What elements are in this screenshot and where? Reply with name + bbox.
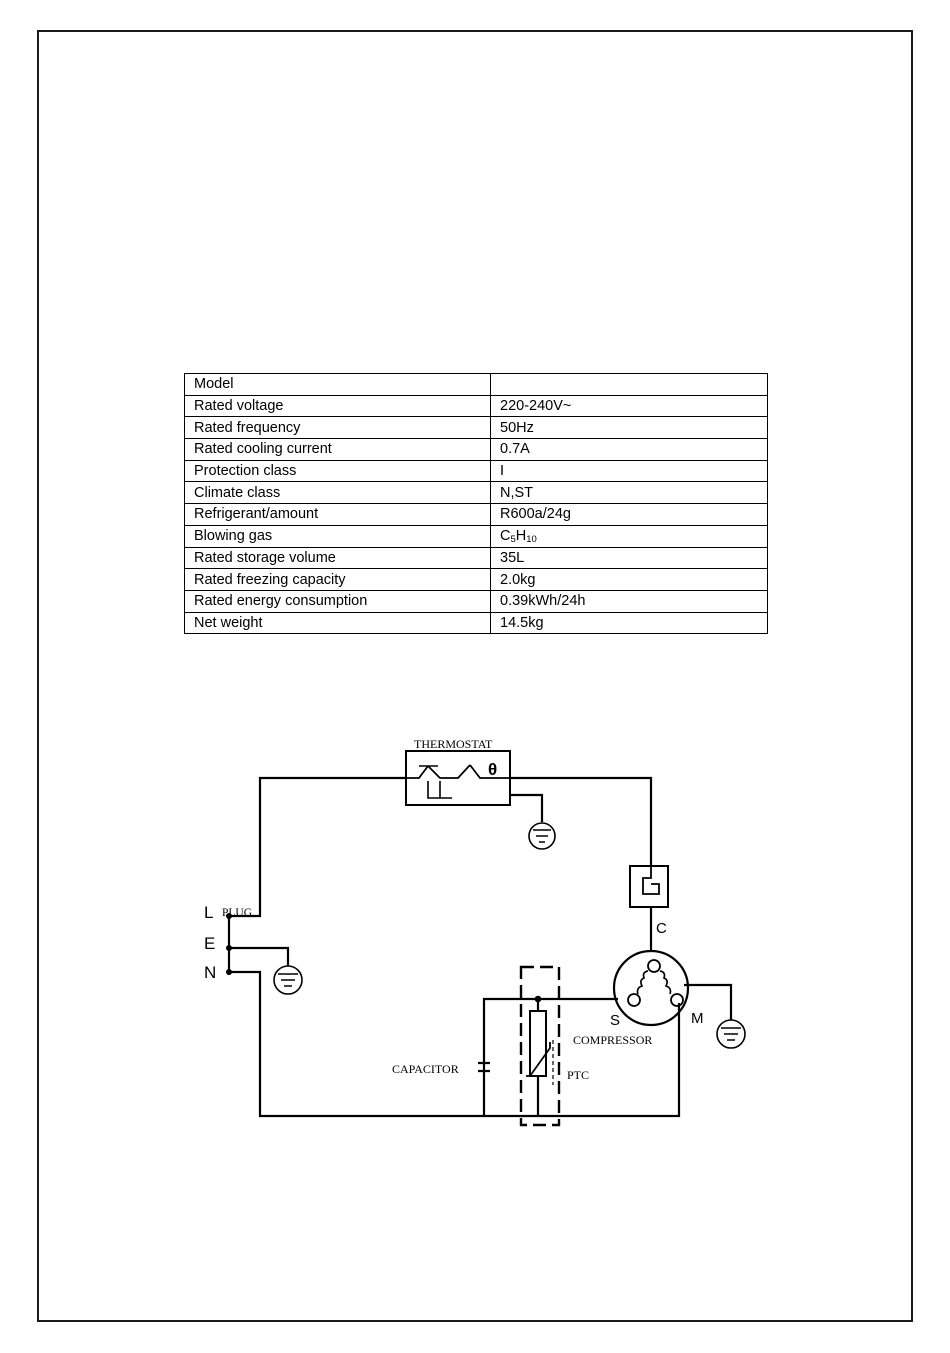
earth-label: E (204, 934, 215, 953)
overload-protector-icon (629, 865, 669, 908)
theta-symbol: θ (488, 760, 497, 779)
wire-start (482, 997, 618, 1116)
capacitor-icon (478, 1061, 490, 1073)
ptc-label: PTC (567, 1068, 589, 1082)
capacitor-label: CAPACITOR (392, 1062, 459, 1076)
page-frame (37, 30, 913, 1322)
table-row: Rated voltage 220-240V~ (184, 394, 768, 418)
earth-symbol-icon (273, 965, 303, 995)
m-terminal-label: M (691, 1010, 704, 1027)
table-row: Rated storage volume 35L (184, 546, 768, 570)
wire-earth-plug (229, 946, 290, 966)
thermostat-label: THERMOSTAT (414, 737, 493, 751)
wire-thermostat-out (510, 776, 653, 866)
ptc-icon (519, 965, 561, 1127)
line-label: L (204, 903, 213, 922)
compressor-label: COMPRESSOR (573, 1033, 652, 1047)
s-terminal-label: S (610, 1012, 620, 1029)
thermostat-icon (405, 750, 511, 806)
spec-value: 14.5kg (490, 611, 768, 635)
spec-value: 0.39kWh/24h (490, 589, 768, 613)
table-row: Rated cooling current 0.7A (184, 438, 768, 461)
spec-label: Net weight (184, 611, 491, 635)
spec-label: Rated storage volume (184, 546, 491, 570)
earth-symbol-icon (528, 822, 556, 850)
c-terminal-label: C (656, 920, 667, 937)
wire-compressor-earth (684, 983, 733, 1020)
table-row: Blowing gas C5H10 (184, 524, 768, 548)
specification-table: Model Rated voltage 220-240V~ Rated freq… (184, 373, 768, 635)
neutral-label: N (204, 963, 216, 982)
table-row: Net weight 14.5kg (184, 611, 768, 635)
compressor-icon (612, 949, 690, 1027)
table-row: Rated energy consumption 0.39kWh/24h (184, 589, 768, 613)
plug-label: PLUG (222, 907, 252, 919)
spec-label: Refrigerant/amount (184, 503, 491, 526)
earth-symbol-icon (716, 1019, 746, 1049)
wire-thermostat-earth (510, 793, 544, 822)
wire-line (229, 776, 406, 918)
table-row: Rated frequency 50Hz (184, 416, 768, 440)
wire-neutral-return (229, 970, 681, 1118)
